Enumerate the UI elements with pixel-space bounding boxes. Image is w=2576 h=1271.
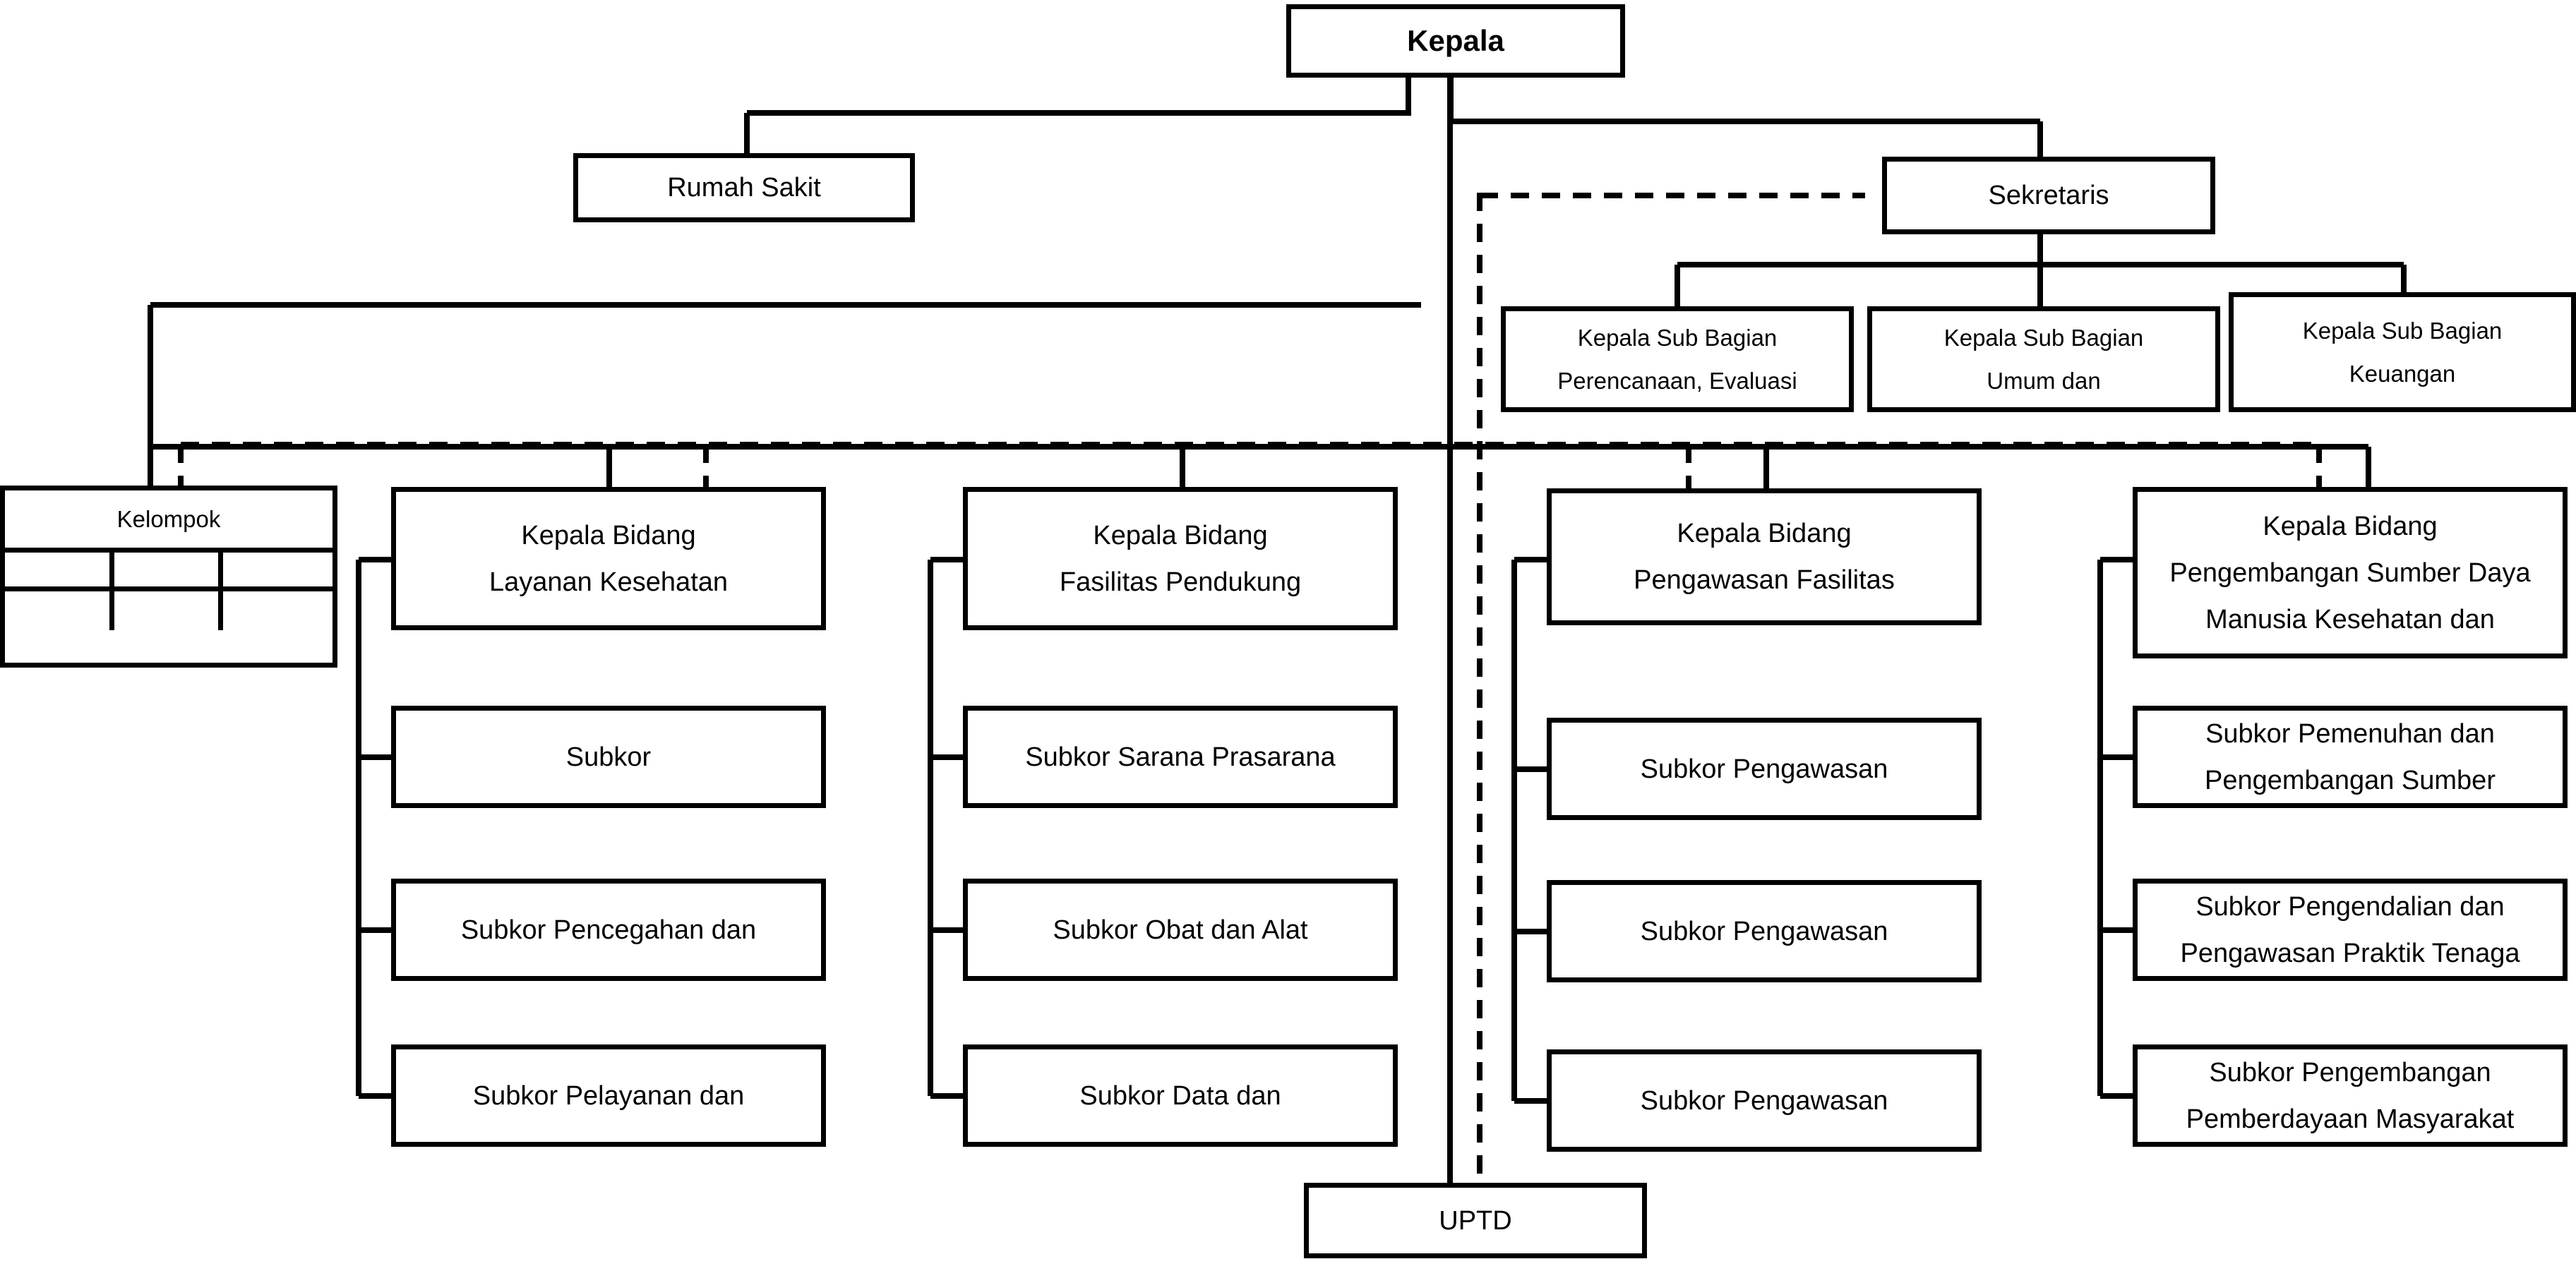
node-bidang-2-line-1: Fasilitas Pendukung <box>1059 567 1302 597</box>
node-subbag-perencanaan[interactable]: Kepala Sub Bagian Perencanaan, Evaluasi <box>1501 306 1854 412</box>
node-bidang-2-child-2[interactable]: Subkor Data dan <box>963 1044 1398 1147</box>
node-bidang-4-child-2-line-1: Pemberdayaan Masyarakat <box>2186 1104 2515 1134</box>
kelompok-cell-r2c1[interactable] <box>5 591 114 630</box>
node-bidang-3-line-0: Kepala Bidang <box>1677 519 1852 548</box>
node-bidang-1-child-0[interactable]: Subkor <box>391 706 826 808</box>
node-subbag-keuangan-line-1: Keuangan <box>2349 361 2456 387</box>
kelompok-cell-r1c2[interactable] <box>114 553 224 591</box>
node-kepala-line-0: Kepala <box>1407 24 1504 57</box>
kelompok-cell-r1c1[interactable] <box>5 553 114 591</box>
node-bidang-1-child-1-line-0: Subkor Pencegahan dan <box>460 915 757 945</box>
node-uptd[interactable]: UPTD <box>1304 1183 1647 1258</box>
node-bidang-4-line-2: Manusia Kesehatan dan <box>2205 604 2495 634</box>
node-kelompok-line-0: Kelompok <box>116 506 221 532</box>
kelompok-header: Kelompok <box>5 490 333 553</box>
node-bidang-2-child-0-line-0: Subkor Sarana Prasarana <box>1025 742 1336 772</box>
node-bidang-3-child-1[interactable]: Subkor Pengawasan <box>1547 880 1982 982</box>
node-bidang-4-child-2[interactable]: Subkor Pengembangan Pemberdayaan Masyara… <box>2133 1044 2568 1147</box>
node-bidang-3-head[interactable]: Kepala Bidang Pengawasan Fasilitas <box>1547 488 1982 625</box>
node-bidang-4-child-1-line-1: Pengawasan Praktik Tenaga <box>2180 938 2520 968</box>
node-bidang-2-child-0[interactable]: Subkor Sarana Prasarana <box>963 706 1398 808</box>
kelompok-cell-r2c3[interactable] <box>223 591 333 630</box>
node-bidang-3-child-2-line-0: Subkor Pengawasan <box>1640 1085 1888 1116</box>
node-bidang-4-line-0: Kepala Bidang <box>2263 511 2438 541</box>
node-bidang-3-child-2[interactable]: Subkor Pengawasan <box>1547 1049 1982 1152</box>
node-bidang-4-child-1[interactable]: Subkor Pengendalian dan Pengawasan Prakt… <box>2133 879 2568 981</box>
node-bidang-1-head[interactable]: Kepala Bidang Layanan Kesehatan <box>391 487 826 630</box>
node-sekretaris[interactable]: Sekretaris <box>1882 157 2215 234</box>
node-sekretaris-line-0: Sekretaris <box>1988 181 2109 210</box>
node-kepala[interactable]: Kepala <box>1286 4 1625 78</box>
node-bidang-2-child-1[interactable]: Subkor Obat dan Alat <box>963 879 1398 981</box>
node-rumah-sakit-line-0: Rumah Sakit <box>667 173 821 203</box>
node-bidang-2-line-0: Kepala Bidang <box>1093 520 1268 550</box>
node-bidang-4-child-0[interactable]: Subkor Pemenuhan dan Pengembangan Sumber <box>2133 706 2568 808</box>
node-uptd-line-0: UPTD <box>1439 1205 1512 1236</box>
node-bidang-4-child-2-line-0: Subkor Pengembangan <box>2209 1057 2491 1088</box>
node-subbag-umum[interactable]: Kepala Sub Bagian Umum dan <box>1867 306 2220 412</box>
node-bidang-2-head[interactable]: Kepala Bidang Fasilitas Pendukung <box>963 487 1398 630</box>
node-bidang-3-line-1: Pengawasan Fasilitas <box>1634 565 1895 595</box>
node-subbag-keuangan[interactable]: Kepala Sub Bagian Keuangan <box>2229 292 2576 412</box>
node-rumah-sakit[interactable]: Rumah Sakit <box>573 153 915 222</box>
node-bidang-3-child-0[interactable]: Subkor Pengawasan <box>1547 718 1982 820</box>
node-bidang-4-child-0-line-0: Subkor Pemenuhan dan <box>2205 718 2495 749</box>
node-bidang-2-child-1-line-0: Subkor Obat dan Alat <box>1053 915 1308 945</box>
node-bidang-4-line-1: Pengembangan Sumber Daya <box>2169 558 2531 588</box>
node-subbag-keuangan-line-0: Kepala Sub Bagian <box>2302 318 2503 344</box>
node-bidang-4-child-1-line-0: Subkor Pengendalian dan <box>2195 891 2505 922</box>
node-bidang-1-child-1[interactable]: Subkor Pencegahan dan <box>391 879 826 981</box>
node-subbag-perencanaan-line-0: Kepala Sub Bagian <box>1577 325 1778 351</box>
node-bidang-1-child-2[interactable]: Subkor Pelayanan dan <box>391 1044 826 1147</box>
node-subbag-umum-line-0: Kepala Sub Bagian <box>1943 325 2144 351</box>
node-bidang-3-child-1-line-0: Subkor Pengawasan <box>1640 916 1888 946</box>
node-bidang-1-child-2-line-0: Subkor Pelayanan dan <box>472 1080 745 1111</box>
node-bidang-1-child-0-line-0: Subkor <box>565 742 652 772</box>
node-bidang-1-line-1: Layanan Kesehatan <box>489 567 729 597</box>
node-bidang-2-child-2-line-0: Subkor Data dan <box>1079 1080 1281 1111</box>
kelompok-grid <box>5 553 333 630</box>
node-bidang-3-child-0-line-0: Subkor Pengawasan <box>1640 754 1888 784</box>
kelompok-cell-r2c2[interactable] <box>114 591 224 630</box>
node-kelompok[interactable]: Kelompok <box>0 486 337 668</box>
node-bidang-4-child-0-line-1: Pengembangan Sumber <box>2205 765 2496 795</box>
node-subbag-umum-line-1: Umum dan <box>1987 368 2101 394</box>
node-subbag-perencanaan-line-1: Perencanaan, Evaluasi <box>1557 368 1797 394</box>
node-bidang-4-head[interactable]: Kepala Bidang Pengembangan Sumber Daya M… <box>2133 487 2568 658</box>
node-bidang-1-line-0: Kepala Bidang <box>521 520 696 550</box>
kelompok-cell-r1c3[interactable] <box>223 553 333 591</box>
